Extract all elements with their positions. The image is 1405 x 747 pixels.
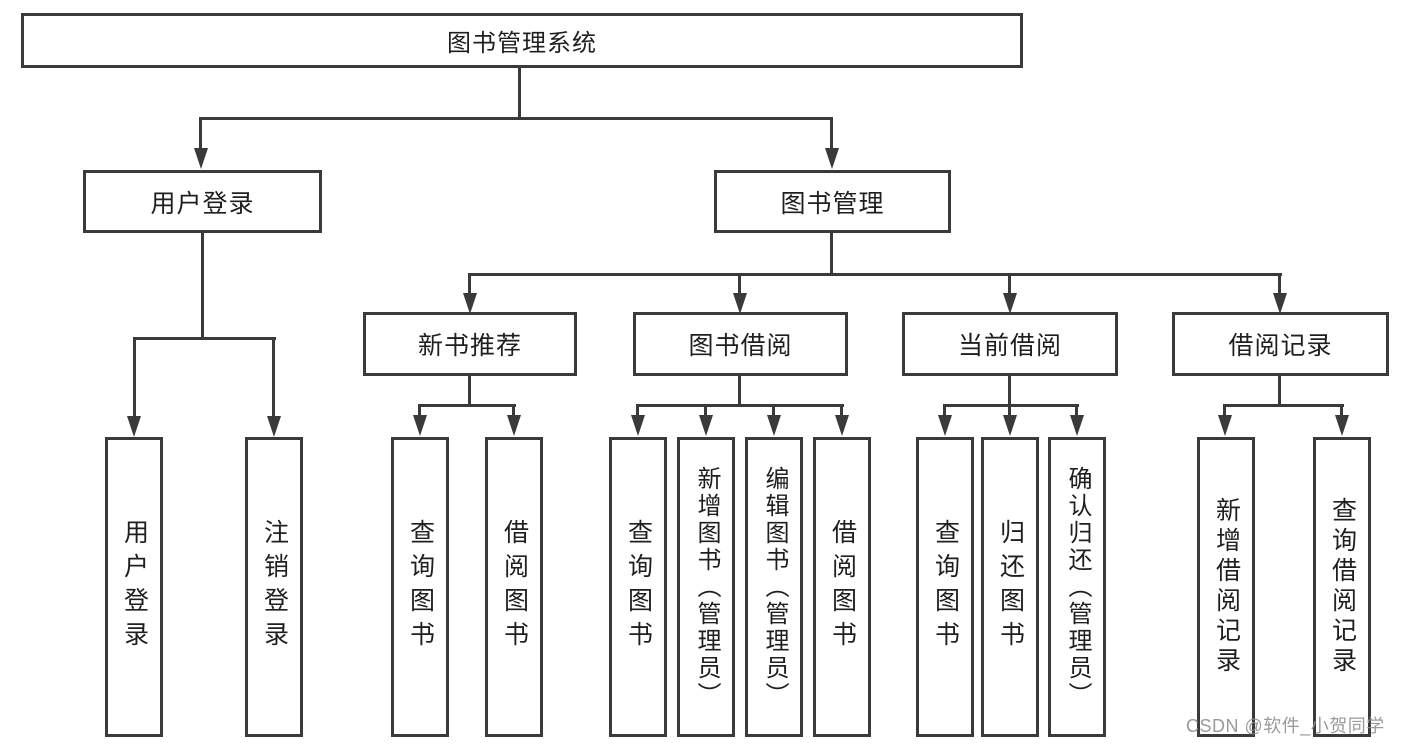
connector-arrowhead: [127, 416, 141, 437]
connector-line: [419, 404, 516, 407]
leaf-return-book: 归还图书: [981, 437, 1039, 737]
connector-line: [772, 404, 775, 417]
connector-arrowhead: [463, 293, 477, 314]
connector-arrowhead: [1070, 415, 1084, 436]
connector-line: [830, 117, 833, 150]
node-new-book-recommend-label: 新书推荐: [417, 332, 522, 360]
connector-line: [636, 404, 844, 407]
connector-line: [1223, 404, 1344, 407]
connector-line: [1075, 404, 1078, 417]
node-root-label: 图书管理系统: [447, 30, 597, 57]
connector-line: [636, 404, 639, 417]
connector-arrowhead: [631, 415, 645, 436]
connector-line: [738, 376, 741, 406]
connector-line: [840, 404, 843, 417]
connector-line: [1008, 404, 1011, 417]
node-book-borrow: 图书借阅: [633, 312, 848, 376]
leaf-query-borrow-record-label: 查询借阅记录: [1328, 497, 1357, 677]
connector-line: [201, 232, 204, 339]
connector-line: [943, 404, 946, 417]
node-user-login-label: 用户登录: [150, 189, 255, 218]
connector-line: [133, 337, 136, 417]
connector-arrowhead: [825, 148, 839, 169]
leaf-edit-book-admin: 编辑图书（管理员）: [745, 437, 803, 737]
leaf-add-book-admin-label: 新增图书（管理员）: [693, 465, 720, 709]
connector-arrowhead: [938, 415, 952, 436]
connector-line: [418, 404, 421, 417]
connector-line: [1223, 404, 1226, 417]
connector-line: [468, 275, 471, 295]
connector-line: [1008, 275, 1011, 295]
node-book-management-label: 图书管理: [780, 189, 885, 218]
connector-arrowhead: [835, 415, 849, 436]
leaf-logout: 注销登录: [245, 437, 303, 737]
leaf-confirm-return-admin: 确认归还（管理员）: [1048, 437, 1106, 737]
connector-line: [512, 404, 515, 417]
leaf-query-books-current-label: 查询图书: [931, 519, 960, 655]
node-borrow-records: 借阅记录: [1172, 312, 1389, 376]
connector-line: [738, 275, 741, 295]
node-book-borrow-label: 图书借阅: [688, 332, 793, 360]
connector-line: [1008, 376, 1011, 406]
connector-line: [468, 376, 471, 406]
connector-arrowhead: [767, 415, 781, 436]
node-book-management: 图书管理: [714, 170, 951, 233]
connector-line: [199, 117, 833, 120]
connector-line: [468, 273, 1282, 276]
node-root: 图书管理系统: [21, 13, 1023, 68]
leaf-add-book-admin: 新增图书（管理员）: [677, 437, 735, 737]
leaf-user-login: 用户登录: [105, 437, 163, 737]
connector-line: [1340, 404, 1343, 417]
leaf-user-login-label: 用户登录: [120, 519, 149, 655]
connector-line: [1278, 275, 1281, 295]
connector-arrowhead: [1218, 415, 1232, 436]
connector-arrowhead: [1003, 293, 1017, 314]
connector-arrowhead: [1003, 415, 1017, 436]
connector-line: [1278, 376, 1281, 406]
connector-arrowhead: [733, 293, 747, 314]
connector-line: [199, 117, 202, 150]
watermark-text: CSDN @软件_小贺同学: [1186, 716, 1385, 736]
connector-arrowhead: [1335, 415, 1349, 436]
connector-arrowhead: [507, 415, 521, 436]
leaf-add-borrow-record-label: 新增借阅记录: [1212, 497, 1241, 677]
node-user-login: 用户登录: [83, 170, 322, 233]
node-current-borrow: 当前借阅: [902, 312, 1118, 376]
leaf-query-books-recommend-label: 查询图书: [406, 519, 435, 655]
leaf-confirm-return-admin-label: 确认归还（管理员）: [1064, 465, 1091, 709]
node-current-borrow-label: 当前借阅: [957, 332, 1062, 360]
leaf-borrow-books-recommend-label: 借阅图书: [500, 519, 529, 655]
connector-arrowhead: [1273, 293, 1287, 314]
leaf-borrow-books: 借阅图书: [813, 437, 871, 737]
leaf-query-books-borrow-label: 查询图书: [624, 519, 653, 655]
leaf-query-books-borrow: 查询图书: [609, 437, 667, 737]
leaf-edit-book-admin-label: 编辑图书（管理员）: [761, 465, 788, 709]
leaf-return-book-label: 归还图书: [996, 519, 1025, 655]
connector-line: [704, 404, 707, 417]
connector-arrowhead: [194, 148, 208, 169]
node-new-book-recommend: 新书推荐: [363, 312, 577, 376]
leaf-logout-label: 注销登录: [260, 519, 289, 655]
connector-line: [943, 404, 1079, 407]
connector-arrowhead: [699, 415, 713, 436]
leaf-query-books-recommend: 查询图书: [391, 437, 449, 737]
leaf-borrow-books-label: 借阅图书: [828, 519, 857, 655]
connector-line: [518, 66, 521, 119]
connector-arrowhead: [267, 416, 281, 437]
connector-arrowhead: [413, 415, 427, 436]
leaf-add-borrow-record: 新增借阅记录: [1197, 437, 1255, 737]
leaf-query-borrow-record: 查询借阅记录: [1313, 437, 1371, 737]
leaf-query-books-current: 查询图书: [916, 437, 974, 737]
leaf-borrow-books-recommend: 借阅图书: [485, 437, 543, 737]
connector-line: [830, 232, 833, 276]
connector-line: [272, 337, 275, 417]
connector-line: [133, 337, 276, 340]
node-borrow-records-label: 借阅记录: [1228, 332, 1333, 360]
